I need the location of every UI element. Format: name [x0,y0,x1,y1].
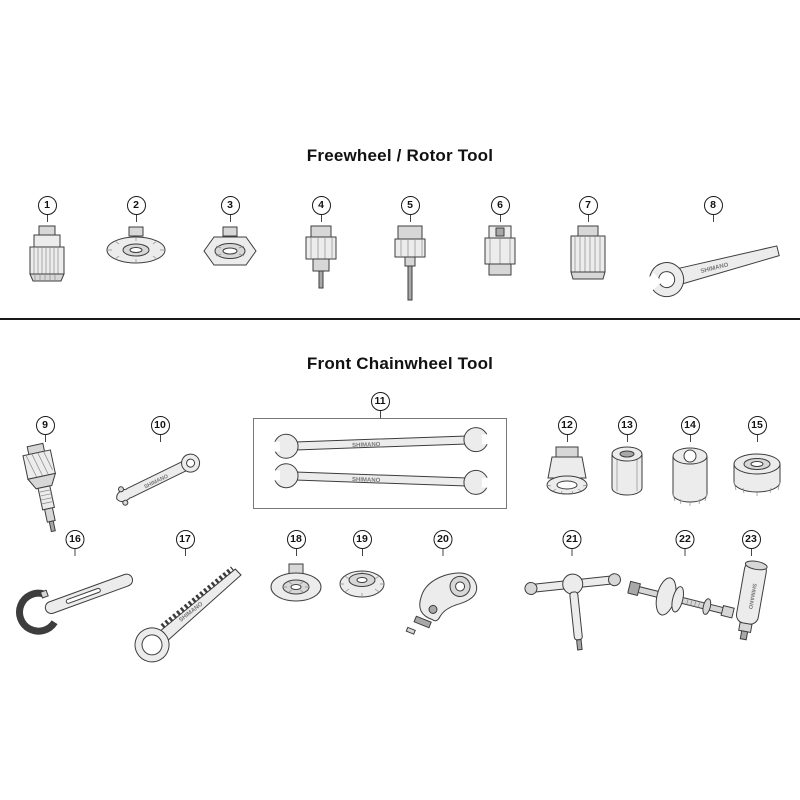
leader-line [587,215,589,222]
tool-item-13: 13 [604,416,650,504]
item-number-badge: 5 [400,196,420,215]
item-number-badge: 22 [675,530,695,549]
bb-lockring-tool-icon [546,446,588,495]
leader-line [229,215,231,222]
open-end-wrench-icon: SHIMANO [640,245,780,298]
leader-line [566,435,568,442]
bb-cup-tool-wide-icon [733,453,781,496]
tool-item-10: 10 SHIMANO [110,416,210,514]
crank-extractor-icon [22,442,57,533]
tool-item-18: 18 [267,530,325,608]
bb-cup-tool-icon [672,447,708,506]
item-number-badge: 13 [617,416,637,435]
spline-adapter-icon [270,563,322,602]
tool-item-7: 7 [562,196,614,288]
lockring-tool-guide-pin-icon [305,225,337,289]
section-divider [0,318,800,320]
item-number-badge: 3 [220,196,240,215]
tool-item-21: 21 [520,530,625,656]
tool-item-6: 6 [475,196,525,286]
leader-line [46,215,48,222]
item-number-badge: 17 [175,530,195,549]
tool-item-20: 20 [396,530,491,641]
tool-item-5: 5 [385,196,435,306]
pin-spanner-icon: SHIMANO [116,453,201,506]
tool-item-9: 9 [10,416,80,542]
leader-line [74,549,76,556]
rotor-lockring-tool-icon [106,226,166,264]
leader-line [684,549,686,556]
cassette-lockring-tool-icon [29,225,65,282]
leader-line [135,215,137,222]
item-number-badge: 4 [311,196,331,215]
item-number-badge: 14 [680,416,700,435]
item-number-badge: 16 [65,530,85,549]
item-number-badge: 23 [741,530,761,549]
svg-text:SHIMANO: SHIMANO [747,583,758,610]
tool-item-3: 3 [198,196,262,272]
tool-item-2: 2 [103,196,169,268]
section-title-freewheel: Freewheel / Rotor Tool [306,146,494,165]
leader-line [44,435,46,442]
leader-line [689,435,691,442]
item-number-badge: 8 [703,196,723,215]
item-number-badge: 11 [370,392,390,411]
item-number-badge: 9 [35,416,55,435]
tool-item-8: 8 SHIMANO [638,196,788,307]
leader-line [184,549,186,556]
item-number-badge: 19 [352,530,372,549]
item-number-badge: 12 [557,416,577,435]
leader-line [750,549,752,556]
chainring-nut-tool-icon [405,572,478,635]
tool-item-14: 14 [663,416,717,510]
tool-item-1: 1 [21,196,73,286]
hook-wrench-set-icon: SHIMANO SHIMANO [259,427,503,495]
item-number-badge: 1 [37,196,57,215]
leader-line [626,435,628,442]
lockring-tool-long-pin-icon [394,225,426,301]
leader-line [499,215,501,222]
tool-item-12: 12 [539,416,595,504]
rotor-lockring-tool-flanged-icon [203,226,257,266]
tool-item-11: 11 SHIMANO SHIMANO [253,392,507,509]
tool-item-15: 15 [728,416,786,504]
pedal-wrench-icon: SHIMANO [134,566,242,663]
tool-item-4: 4 [296,196,346,294]
item-number-badge: 2 [126,196,146,215]
hook-wrench-icon [16,573,134,635]
leader-line [159,435,161,442]
tool-item-17: 17 SHIMANO [110,530,260,668]
tool-handle-icon: SHIMANO [735,560,768,641]
leader-line [361,549,363,556]
leader-line [379,411,381,418]
item-number-badge: 20 [433,530,453,549]
tool-item-16: 16 [8,530,143,641]
knurled-adapter-icon [339,570,385,598]
leader-line [712,215,714,222]
item-number-badge: 10 [150,416,170,435]
section-title-chainwheel: Front Chainwheel Tool [306,354,494,373]
leader-line [756,435,758,442]
crank-install-tool-icon [627,577,735,619]
tool-item-19: 19 [335,530,389,604]
svg-text:SHIMANO: SHIMANO [352,477,381,484]
item-number-badge: 15 [747,416,767,435]
item-number-badge: 18 [286,530,306,549]
leader-line [571,549,573,556]
item-number-badge: 6 [490,196,510,215]
tool-item-23: 23 SHIMANO [711,530,791,646]
wrench-set-box: SHIMANO SHIMANO [253,418,507,509]
square-socket-tool-icon [484,225,516,276]
leader-line [409,215,411,222]
three-way-hex-wrench-icon [524,573,621,651]
item-number-badge: 7 [578,196,598,215]
leader-line [320,215,322,222]
leader-line [295,549,297,556]
svg-text:SHIMANO: SHIMANO [352,442,381,449]
item-number-badge: 21 [562,530,582,549]
leader-line [442,549,444,556]
tool-item-22: 22 [627,530,743,651]
freewheel-remover-icon [570,225,606,280]
socket-tool-icon [611,446,643,496]
